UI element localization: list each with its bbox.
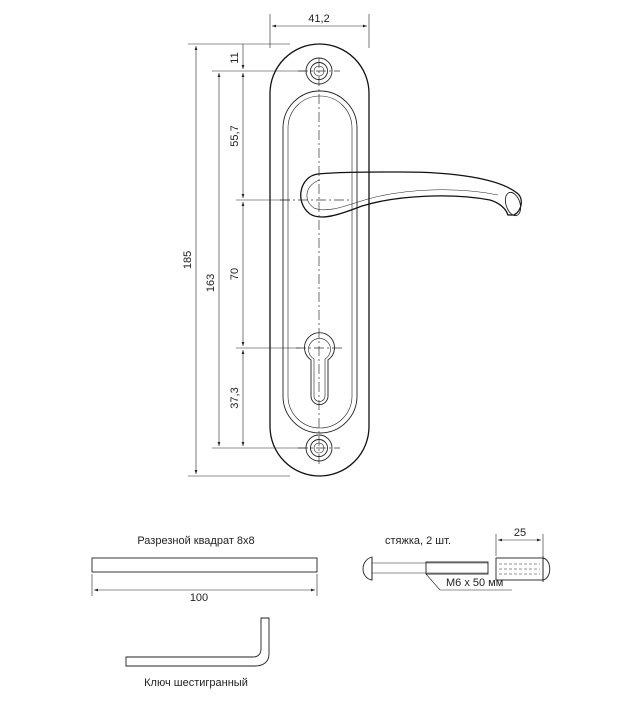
- connecting-screw: стяжка, 2 шт. М6 х 50 мм 25: [362, 527, 551, 591]
- square-bar-body: [91, 557, 318, 573]
- hex-key-body: [125, 617, 270, 667]
- sleeve-length: 25: [514, 527, 526, 539]
- screw-head: [362, 556, 373, 581]
- hex-key-title: Ключ шестигранный: [144, 677, 248, 689]
- lever-handle: [300, 171, 522, 218]
- plate-outline: [269, 43, 370, 477]
- square-bar-title: Разрезной квадрат 8x8: [137, 535, 254, 547]
- plate-inner-bevel: [287, 95, 353, 429]
- plate-inner-panel: [282, 90, 358, 434]
- screw-thread: [425, 561, 489, 575]
- dim-cylinder-to-hole: 37,3: [229, 387, 241, 408]
- cylinder-keyhole: [304, 332, 335, 405]
- dim-plate-height: 185: [182, 251, 194, 269]
- square-bar-length: 100: [190, 592, 208, 604]
- screw-title: стяжка, 2 шт.: [385, 535, 451, 547]
- handle-plate: [269, 43, 522, 477]
- dimension-lines: [188, 14, 370, 477]
- sleeve-nut: [495, 556, 551, 582]
- dim-hole-spacing: 163: [205, 274, 217, 292]
- square-bar: Разрезной квадрат 8x8 100: [91, 535, 318, 604]
- screw-thread-label: М6 х 50 мм: [446, 577, 503, 589]
- dimension-labels: 41,2 185 163 11 55,7 70 37,3: [182, 13, 330, 409]
- hex-key: Ключ шестигранный: [125, 617, 270, 689]
- dim-top-hole-offset: 11: [229, 52, 241, 63]
- dim-handle-to-cylinder: 70: [229, 268, 241, 280]
- dim-plate-width: 41,2: [308, 13, 329, 25]
- dim-hole-to-handle: 55,7: [229, 125, 241, 146]
